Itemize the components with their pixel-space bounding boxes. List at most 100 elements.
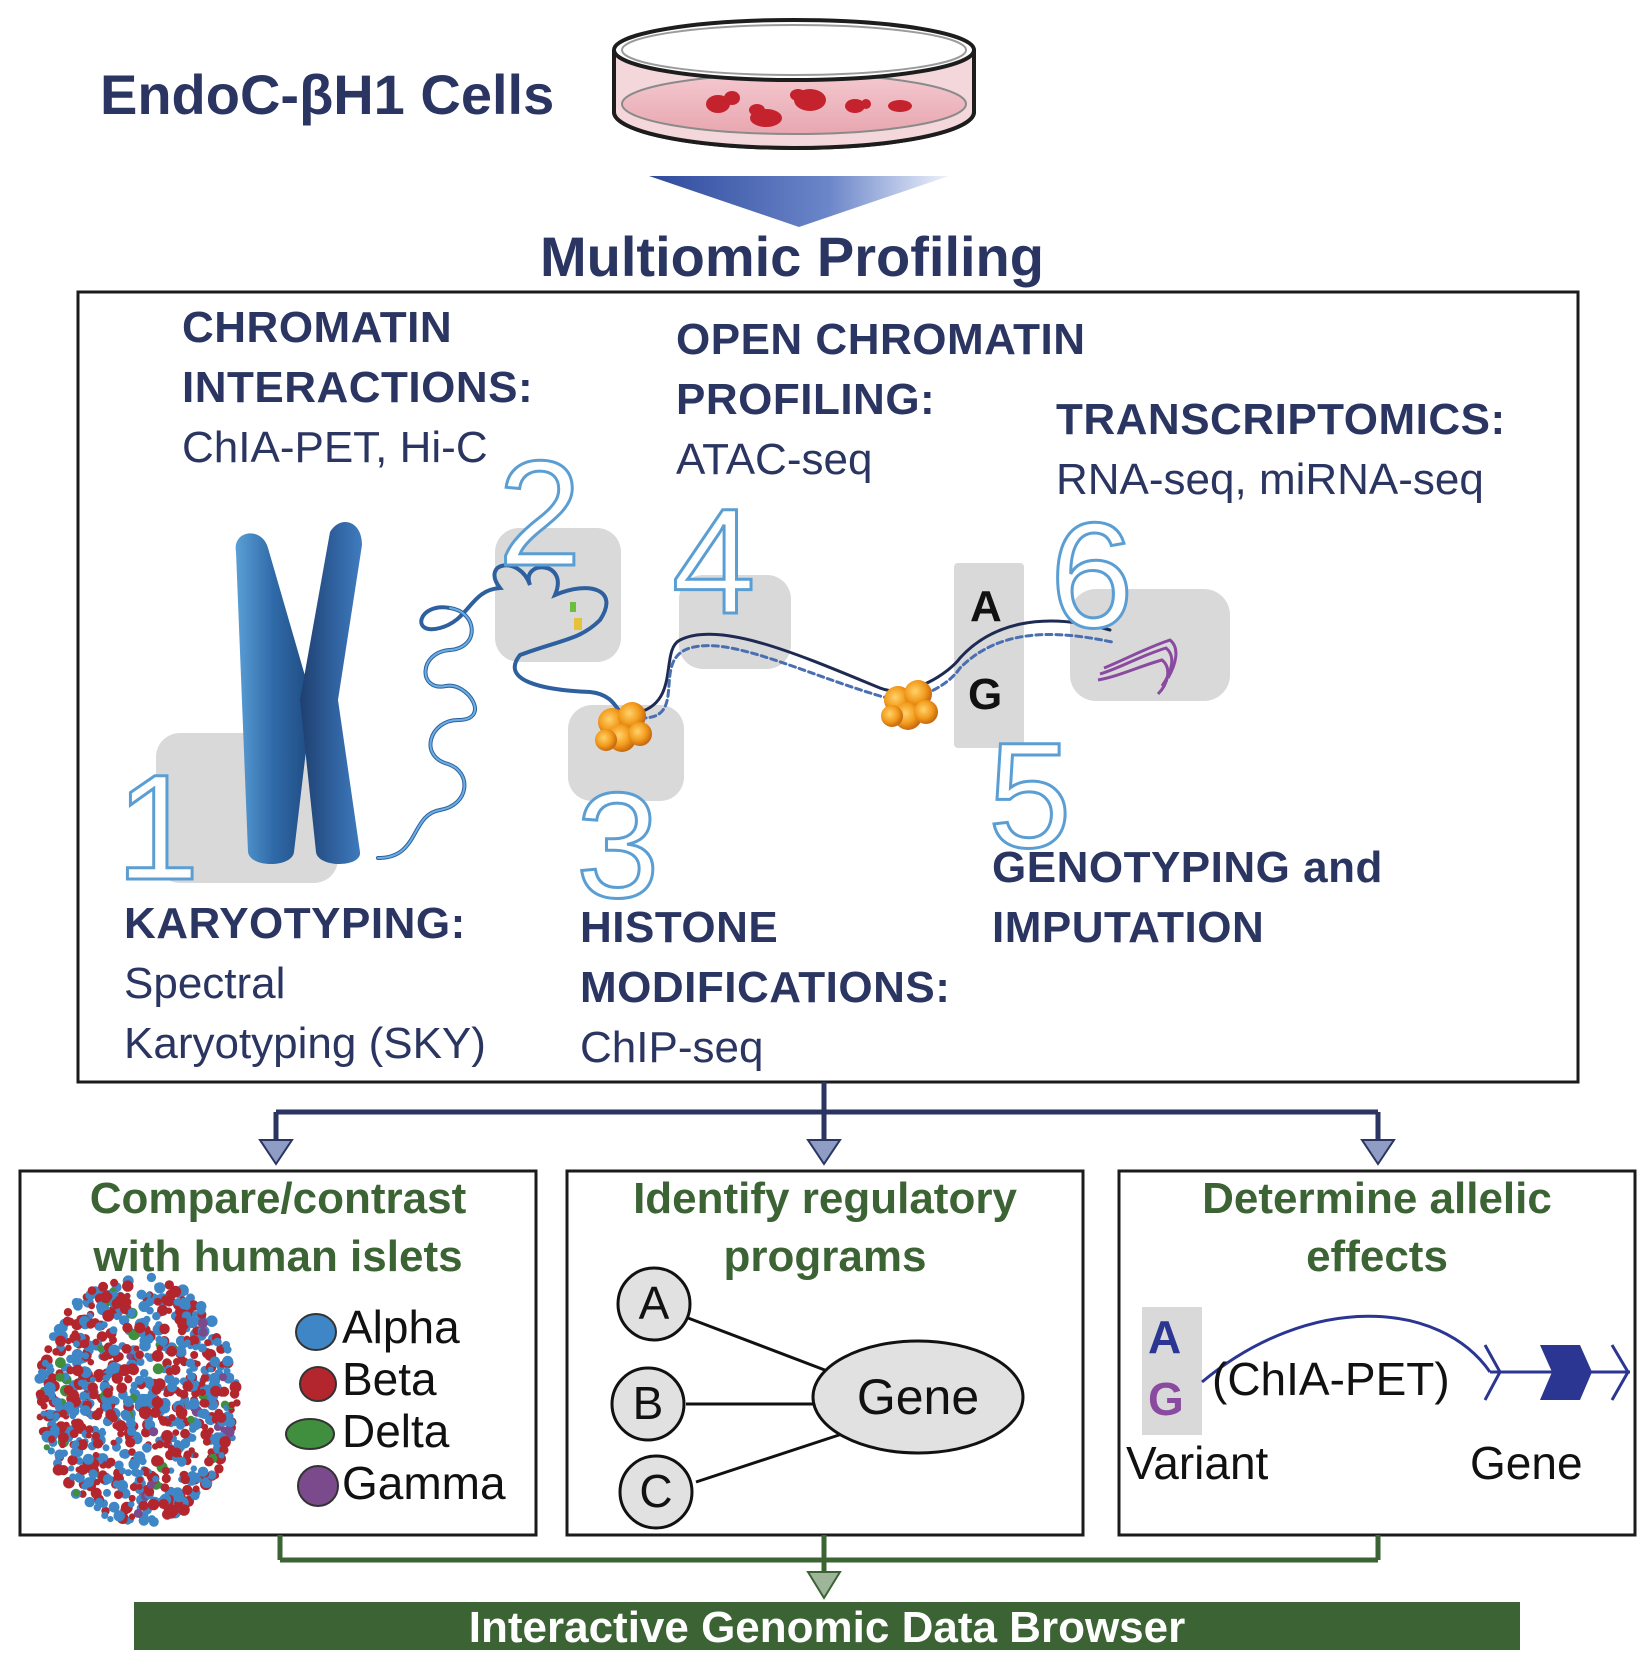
islet-cell — [156, 1345, 163, 1352]
islet-cell — [85, 1432, 92, 1439]
islet-cell — [198, 1388, 206, 1397]
islet-cell — [127, 1308, 136, 1317]
islet-cell — [174, 1440, 182, 1448]
islet-cell — [87, 1286, 97, 1295]
allelic-graphic — [1142, 1307, 1630, 1435]
islet-cell — [114, 1420, 127, 1432]
islet-cell — [184, 1339, 191, 1346]
islet-cell — [111, 1372, 124, 1384]
nucleosome-icon — [595, 702, 652, 752]
islet-cell — [76, 1439, 88, 1451]
islet-cluster-icon — [34, 1272, 242, 1527]
islet-cell — [219, 1373, 227, 1382]
islet-cell — [109, 1326, 118, 1335]
islet-cell — [59, 1324, 68, 1333]
islet-cell — [151, 1396, 164, 1409]
islet-cell — [213, 1337, 222, 1347]
regulatory-title: Identify regulatory programs — [567, 1170, 1083, 1286]
islet-cell — [83, 1299, 91, 1307]
islet-cell — [142, 1442, 152, 1453]
islet-cell — [112, 1291, 119, 1298]
step-method: ChIP-seq — [580, 1023, 764, 1072]
step-heading: GENOTYPING and — [992, 843, 1383, 892]
connector-lines — [273, 1082, 1381, 1145]
islet-cell — [182, 1484, 193, 1496]
islet-cell — [41, 1359, 49, 1367]
step-heading: PROFILING: — [676, 375, 936, 424]
islet-cell — [188, 1433, 197, 1442]
islet-cell — [73, 1340, 80, 1348]
islet-cell — [190, 1351, 199, 1359]
islet-cell — [48, 1332, 58, 1341]
islet-cell — [139, 1336, 148, 1345]
islet-cell — [136, 1289, 147, 1300]
islet-cell — [108, 1501, 120, 1513]
islet-cell — [54, 1449, 65, 1460]
islet-cell — [120, 1409, 130, 1420]
islet-cell — [218, 1452, 225, 1459]
islet-cell — [152, 1312, 161, 1321]
islet-cell — [180, 1438, 191, 1449]
islet-cell — [207, 1448, 216, 1456]
islet-cell — [101, 1511, 109, 1519]
islet-cell — [103, 1488, 111, 1497]
islet-cell — [200, 1373, 209, 1382]
islet-cell — [222, 1355, 234, 1367]
browser-label[interactable]: Interactive Genomic Data Browser — [468, 1603, 1186, 1652]
allelic-allele-top: A — [1148, 1311, 1182, 1363]
islet-cell — [136, 1476, 144, 1484]
green-arrow-head — [806, 1571, 842, 1600]
step-number-4: 4 — [670, 477, 756, 645]
islet-cell — [201, 1423, 209, 1431]
islet-cell — [192, 1311, 199, 1318]
islet-cell — [197, 1466, 209, 1478]
step-open-chromatin: OPEN CHROMATIN PROFILING: ATAC-seq — [676, 310, 1086, 490]
islet-cell — [146, 1480, 156, 1489]
funnel-arrow-icon — [649, 176, 949, 227]
islet-cell — [62, 1316, 73, 1326]
islet-cell — [102, 1444, 110, 1452]
islet-cell — [145, 1292, 152, 1298]
islet-cell — [88, 1302, 96, 1310]
islet-cell — [180, 1474, 190, 1485]
step-chromatin-interactions: CHROMATIN INTERACTIONS: ChIA-PET, Hi-C — [182, 298, 533, 478]
islet-cell — [171, 1377, 180, 1386]
petri-dish-icon — [612, 18, 976, 150]
islet-cell — [155, 1440, 164, 1449]
allelic-allele-bottom: G — [1148, 1373, 1184, 1425]
islet-cell — [111, 1298, 122, 1309]
gene-label: Gene — [1470, 1437, 1583, 1489]
islet-cell — [229, 1381, 242, 1393]
marker-yellow — [574, 618, 582, 630]
islet-cell — [110, 1278, 119, 1287]
islet-cell — [206, 1315, 218, 1327]
islet-cell — [108, 1395, 117, 1404]
chromosome-icon — [235, 522, 362, 864]
step-number-5: 5 — [986, 711, 1072, 879]
islet-cell — [124, 1469, 132, 1477]
islet-cell — [45, 1409, 56, 1420]
islet-cell — [177, 1318, 190, 1331]
islet-cell — [204, 1456, 214, 1467]
islet-cell — [126, 1426, 137, 1437]
islet-cell — [69, 1473, 77, 1481]
step-heading: CHROMATIN — [182, 303, 453, 352]
gene-node-label: Gene — [856, 1369, 980, 1425]
step-histone: HISTONE MODIFICATIONS: ChIP-seq — [580, 898, 950, 1078]
islet-cell — [71, 1348, 84, 1361]
islet-cell — [144, 1487, 155, 1497]
islet-cell — [79, 1391, 89, 1401]
islet-cell — [91, 1410, 103, 1421]
islet-cell — [55, 1372, 65, 1382]
islet-cell — [122, 1280, 134, 1292]
islet-cell — [102, 1474, 113, 1485]
allelic-title-line: Determine allelic — [1202, 1174, 1552, 1223]
browser-bar — [134, 1602, 1520, 1650]
islet-cell — [165, 1507, 177, 1519]
islet-cell — [145, 1297, 155, 1307]
step-method: Karyotyping (SKY) — [124, 1019, 486, 1068]
islet-cell — [92, 1338, 100, 1346]
islet-cell — [152, 1363, 164, 1375]
step-method: ChIA-PET, Hi-C — [182, 423, 488, 472]
